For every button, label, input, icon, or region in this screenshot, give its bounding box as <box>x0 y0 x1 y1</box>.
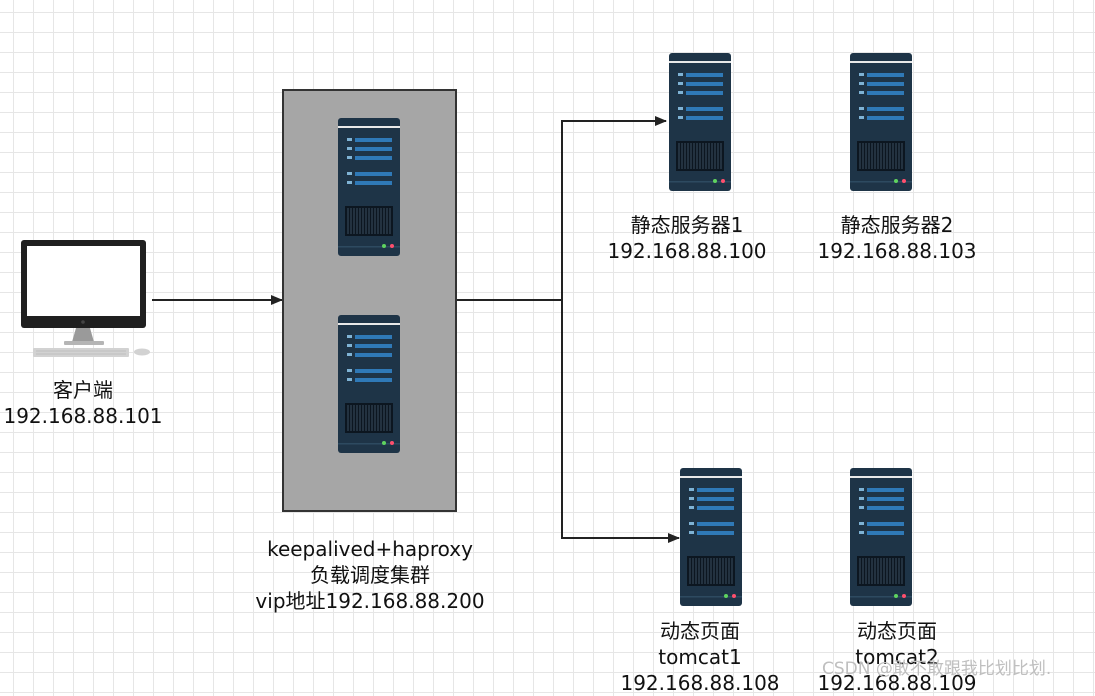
static-server-1-icon <box>668 52 732 192</box>
static-server-2-icon <box>849 52 913 192</box>
balancer-vip: vip地址192.168.88.200 <box>255 589 485 613</box>
tomcat1-label: 动态页面 tomcat1 192.168.88.108 <box>611 618 789 696</box>
tomcat1-ip: 192.168.88.108 <box>620 671 780 695</box>
tomcat1-app: tomcat1 <box>658 645 742 669</box>
tomcat2-server-icon <box>849 467 913 607</box>
balancer-label: keepalived+haproxy 负载调度集群 vip地址192.168.8… <box>229 536 511 614</box>
csdn-watermark: CSDN @敢不敢跟我比划比划. <box>822 659 1052 679</box>
static-server-1-name: 静态服务器1 <box>630 213 744 237</box>
client-name: 客户端 <box>53 378 113 402</box>
static-server-1-ip: 192.168.88.100 <box>607 239 767 263</box>
balancer-server-icon-1 <box>337 117 401 257</box>
computer-icon <box>21 240 150 357</box>
client-label: 客户端 192.168.88.101 <box>0 377 166 429</box>
to-dynamic-servers-arrow <box>561 300 680 543</box>
static-server-2-ip: 192.168.88.103 <box>817 239 977 263</box>
tomcat2-name: 动态页面 <box>857 619 937 643</box>
static-server-2-name: 静态服务器2 <box>840 213 954 237</box>
static-server-1-label: 静态服务器1 192.168.88.100 <box>598 212 776 264</box>
balancer-software: keepalived+haproxy <box>267 537 473 561</box>
tomcat1-name: 动态页面 <box>660 619 740 643</box>
static-server-2-label: 静态服务器2 192.168.88.103 <box>808 212 986 264</box>
balancer-desc: 负载调度集群 <box>310 563 430 587</box>
to-static-servers-arrow <box>561 116 667 300</box>
client-ip: 192.168.88.101 <box>3 404 163 428</box>
balancer-server-icon-2 <box>337 314 401 454</box>
tomcat1-server-icon <box>679 467 743 607</box>
tomcat2-app: tomcat2 <box>855 645 939 669</box>
